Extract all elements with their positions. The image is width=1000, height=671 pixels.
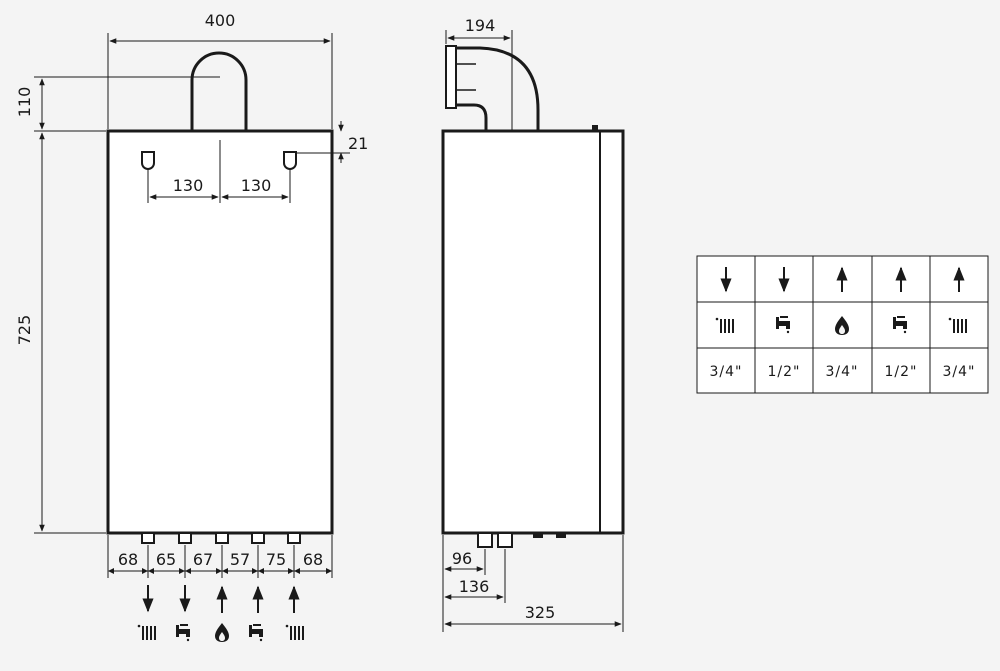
- bottom-connection-icons: [137, 623, 304, 642]
- dim-bottom-spacing: 75: [266, 550, 286, 569]
- dim-bracket-offset-21: 21: [348, 134, 368, 153]
- connection-size: 3/4": [943, 364, 976, 380]
- front-view: 400 110 725 21 130 130: [15, 11, 368, 642]
- dim-height-725: 725: [15, 315, 34, 346]
- side-boiler-body: [441, 129, 625, 535]
- dim-bottom-spacing: 67: [193, 550, 213, 569]
- dim-bottom-spacing: 65: [156, 550, 176, 569]
- connection-size: 3/4": [710, 364, 743, 380]
- tap-icon: [176, 624, 190, 642]
- connection-size: 1/2": [768, 364, 801, 380]
- left-bracket: [141, 151, 155, 170]
- bottom-pipe-stubs: [141, 532, 301, 544]
- bottom-flow-arrows: [142, 585, 300, 613]
- connection-table: 3/4" 1/2" 3/4" 1/2" 3/4": [696, 255, 989, 394]
- radiator-icon: [137, 624, 156, 640]
- dim-bracket-right-130: 130: [241, 176, 272, 195]
- connection-size: 3/4": [826, 364, 859, 380]
- right-bracket: [283, 151, 297, 170]
- dim-side-flue-194: 194: [465, 16, 496, 35]
- side-flue-collar: [445, 45, 457, 109]
- dim-flue-height-110: 110: [15, 87, 34, 118]
- tap-icon: [249, 624, 263, 642]
- connection-size: 1/2": [885, 364, 918, 380]
- front-flue-pipe: [190, 51, 248, 131]
- dim-bottom-spacing: 57: [230, 550, 250, 569]
- side-flue-elbow: [452, 46, 540, 131]
- side-view: 194 96 136 325: [441, 16, 625, 632]
- dim-side-pipe-136: 136: [459, 577, 490, 596]
- dim-side-depth-325: 325: [525, 603, 556, 622]
- dim-width-400: 400: [205, 11, 236, 30]
- dim-bracket-left-130: 130: [173, 176, 204, 195]
- flame-icon: [215, 623, 229, 642]
- radiator-icon: [285, 624, 304, 640]
- dim-side-pipe-96: 96: [452, 549, 472, 568]
- dim-bottom-spacing: 68: [118, 550, 138, 569]
- dim-bottom-spacing: 68: [303, 550, 323, 569]
